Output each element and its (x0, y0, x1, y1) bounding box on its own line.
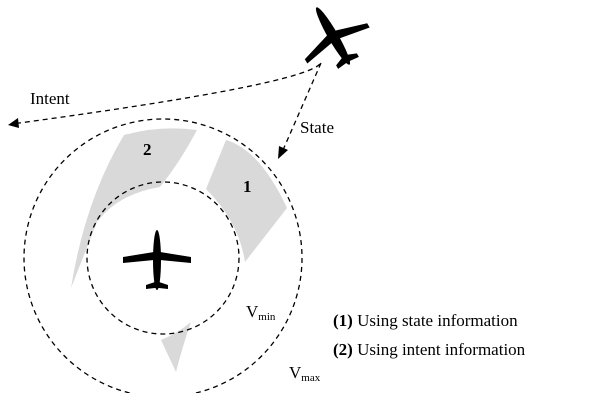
vmax-label-base: V (289, 363, 302, 382)
legend-item-state: (1) Using state information (333, 312, 518, 329)
region-2-sliver (161, 322, 191, 372)
legend-item-intent: (2) Using intent information (333, 341, 525, 358)
region-1-state (206, 140, 287, 262)
region-2-number: 2 (143, 140, 152, 159)
state-arrow (282, 62, 322, 151)
intent-label: Intent (30, 89, 70, 108)
intruder-aircraft-icon (304, 7, 370, 69)
legend-text: Using state information (357, 311, 518, 330)
legend-text: Using intent information (357, 340, 526, 359)
vmax-label-sub: max (301, 372, 321, 384)
region-2-intent (71, 128, 197, 288)
vmax-label: Vmax (289, 364, 320, 384)
vmin-label-base: V (246, 302, 259, 321)
vmax-circle (23, 118, 303, 393)
state-label: State (300, 118, 334, 137)
vmin-circle (86, 181, 240, 335)
legend-key: (2) (333, 340, 353, 359)
ownship-aircraft-icon (123, 230, 191, 290)
intent-arrowhead (8, 118, 19, 128)
intent-arrow (11, 63, 321, 125)
state-arrowhead (278, 146, 288, 159)
vmin-label: Vmin (246, 303, 275, 323)
region-1-number: 1 (243, 177, 252, 196)
legend-key: (1) (333, 311, 353, 330)
vmin-label-sub: min (258, 311, 276, 323)
